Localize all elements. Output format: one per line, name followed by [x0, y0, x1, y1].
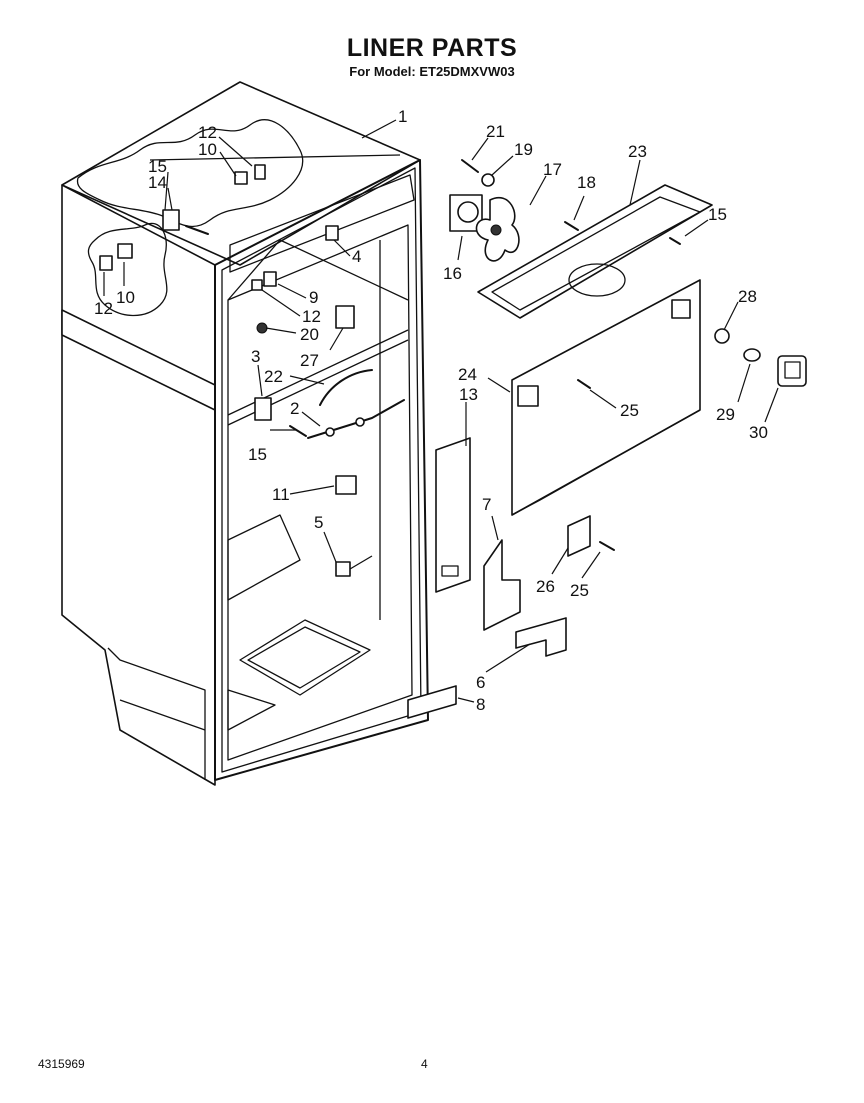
callout-2: 2 — [290, 399, 299, 418]
page-number: 4 — [421, 1057, 428, 1071]
liner-small-parts — [99, 164, 405, 577]
misc-panels — [407, 437, 615, 719]
callout-19: 19 — [514, 140, 533, 159]
rear-panel — [511, 279, 701, 516]
callout-21: 21 — [486, 122, 505, 141]
callout-14: 14 — [148, 173, 167, 192]
page-title: LINER PARTS — [346, 34, 518, 62]
callout-26: 26 — [536, 577, 555, 596]
callout-labels: 1 21 19 17 18 23 15 16 12 10 15 14 4 12 … — [94, 107, 768, 714]
callout-4: 4 — [352, 247, 361, 266]
callout-6: 6 — [476, 673, 485, 692]
callout-15-top-left: 15 — [148, 157, 167, 176]
callout-12-middle: 12 — [302, 307, 321, 326]
model-subtitle: For Model: ET25DMXVW03 — [349, 64, 515, 79]
callout-24: 24 — [458, 365, 477, 384]
callout-25-lower: 25 — [570, 581, 589, 600]
callout-15-top-right: 15 — [708, 205, 727, 224]
callout-1: 1 — [398, 107, 407, 126]
leader-lines — [103, 119, 779, 703]
callout-25-upper: 25 — [620, 401, 639, 420]
callout-20: 20 — [300, 325, 319, 344]
callout-16: 16 — [443, 264, 462, 283]
callout-22: 22 — [264, 367, 283, 386]
callout-11: 11 — [272, 485, 290, 504]
callout-23: 23 — [628, 142, 647, 161]
duct-cover — [477, 184, 713, 319]
callout-30: 30 — [749, 423, 768, 442]
document-number: 4315969 — [38, 1057, 85, 1071]
callout-5: 5 — [314, 513, 323, 532]
callout-17: 17 — [543, 160, 562, 179]
callout-18: 18 — [577, 173, 596, 192]
callout-8: 8 — [476, 695, 485, 714]
callout-12-top: 12 — [198, 123, 217, 142]
callout-10-top: 10 — [198, 140, 217, 159]
callout-13: 13 — [459, 385, 478, 404]
callout-28: 28 — [738, 287, 757, 306]
callout-29: 29 — [716, 405, 735, 424]
callout-7: 7 — [482, 495, 491, 514]
thermostat-parts — [714, 328, 807, 387]
callout-3: 3 — [251, 347, 260, 366]
callout-12-left: 12 — [94, 299, 113, 318]
callout-27: 27 — [300, 351, 319, 370]
fan-assembly — [449, 159, 579, 262]
callout-9: 9 — [309, 288, 318, 307]
callout-15-middle: 15 — [248, 445, 267, 464]
cabinet-liner — [61, 81, 429, 786]
callout-10-left: 10 — [116, 288, 135, 307]
